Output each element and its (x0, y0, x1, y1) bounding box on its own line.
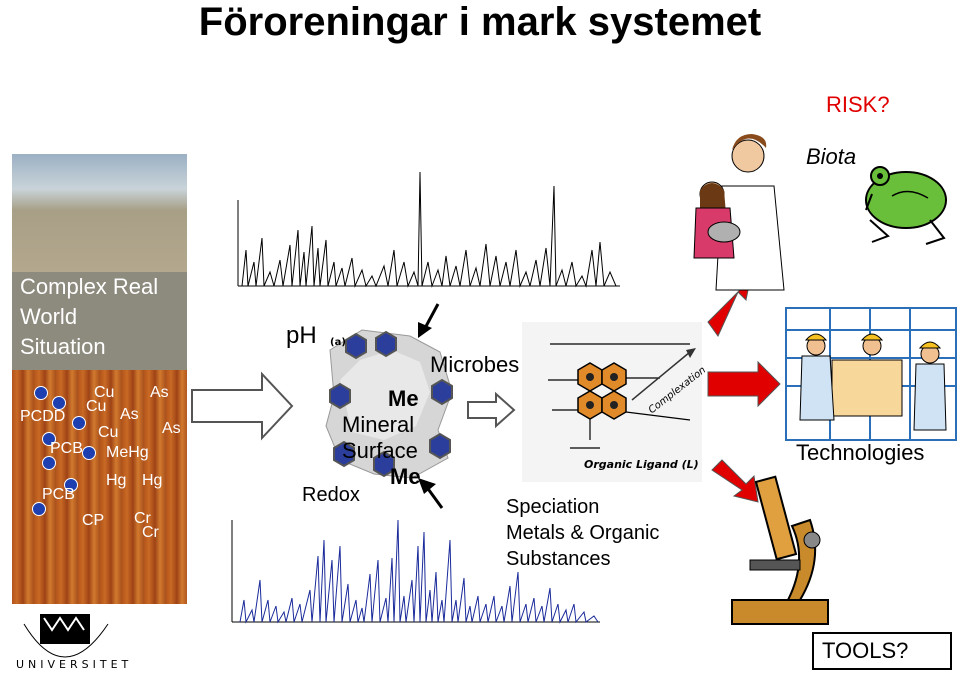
contaminant-dot (34, 386, 48, 400)
metal-label-bottom: Me (390, 464, 421, 489)
biota-label: Biota (806, 144, 857, 169)
red-arrow-right (707, 360, 781, 408)
microscope-icon (731, 475, 829, 625)
subfigure-marker: (a) (330, 337, 346, 348)
contaminant-dot (42, 456, 56, 470)
contaminant-label: PCB (50, 440, 83, 457)
small-arrow-right (467, 391, 516, 429)
contaminant-label: Cu (98, 424, 119, 441)
contaminant-label: Cu (94, 384, 115, 401)
university-seal-icon: UNIVERSITET (16, 614, 132, 671)
soil-surface-image (12, 272, 187, 372)
contaminant-label: Cr (134, 510, 151, 527)
contaminant-label: As (150, 384, 169, 401)
contaminant-dot (72, 416, 86, 430)
tools-label: TOOLS? (822, 638, 909, 663)
contaminant-dot (52, 396, 66, 410)
contaminant-label: As (162, 420, 181, 437)
red-arrow-down (711, 459, 759, 503)
metal-label-top: Me (388, 386, 419, 411)
soil-profile-image (12, 370, 187, 604)
organic-ligand-label: Organic Ligand (L) (584, 458, 699, 471)
landscape-image (12, 154, 187, 279)
ph-label: pH (286, 322, 317, 349)
red-arrows (707, 279, 781, 503)
risk-label: RISK? (826, 92, 890, 117)
mineral-surface-label: Me Mineral Surface Me (342, 386, 421, 489)
soil-photo (12, 154, 187, 604)
tools-box (812, 632, 952, 670)
workers-icon (785, 307, 957, 441)
process-arrow-right (191, 371, 294, 441)
contaminant-label: Cu (86, 398, 107, 415)
redox-label: Redox (302, 484, 360, 506)
organic-molecule-icon: Complexation Organic Ligand (L) (522, 322, 708, 482)
mineral-particle-icon (325, 329, 453, 479)
complex-situation-label: Complex Real World Situation (20, 274, 159, 359)
contaminant-label: Hg (106, 472, 127, 489)
page-title: Föroreningar i mark systemet (198, 0, 762, 44)
contaminant-label: MeHg (106, 444, 149, 461)
contaminant-label: CP (82, 512, 105, 529)
speciation-label: Speciation Metals & Organic Substances (506, 496, 660, 570)
contaminant-dot (42, 432, 56, 446)
university-label: UNIVERSITET (16, 658, 132, 671)
technologies-label: Technologies (796, 440, 925, 465)
contaminant-label: Hg (142, 472, 163, 489)
contaminant-dot (64, 478, 78, 492)
frog-icon (865, 166, 947, 245)
microbes-label: Microbes (430, 352, 520, 377)
scientist-with-child-icon (693, 134, 785, 291)
contaminant-dot (32, 502, 46, 516)
contaminant-label: PCDD (20, 408, 66, 425)
top-chromatogram (237, 171, 620, 288)
contaminant-label: As (120, 406, 139, 423)
bottom-chromatogram (231, 519, 600, 624)
contaminant-dot (82, 446, 96, 460)
contaminant-label: PCB (42, 486, 75, 503)
contaminant-label: Cr (142, 524, 159, 541)
